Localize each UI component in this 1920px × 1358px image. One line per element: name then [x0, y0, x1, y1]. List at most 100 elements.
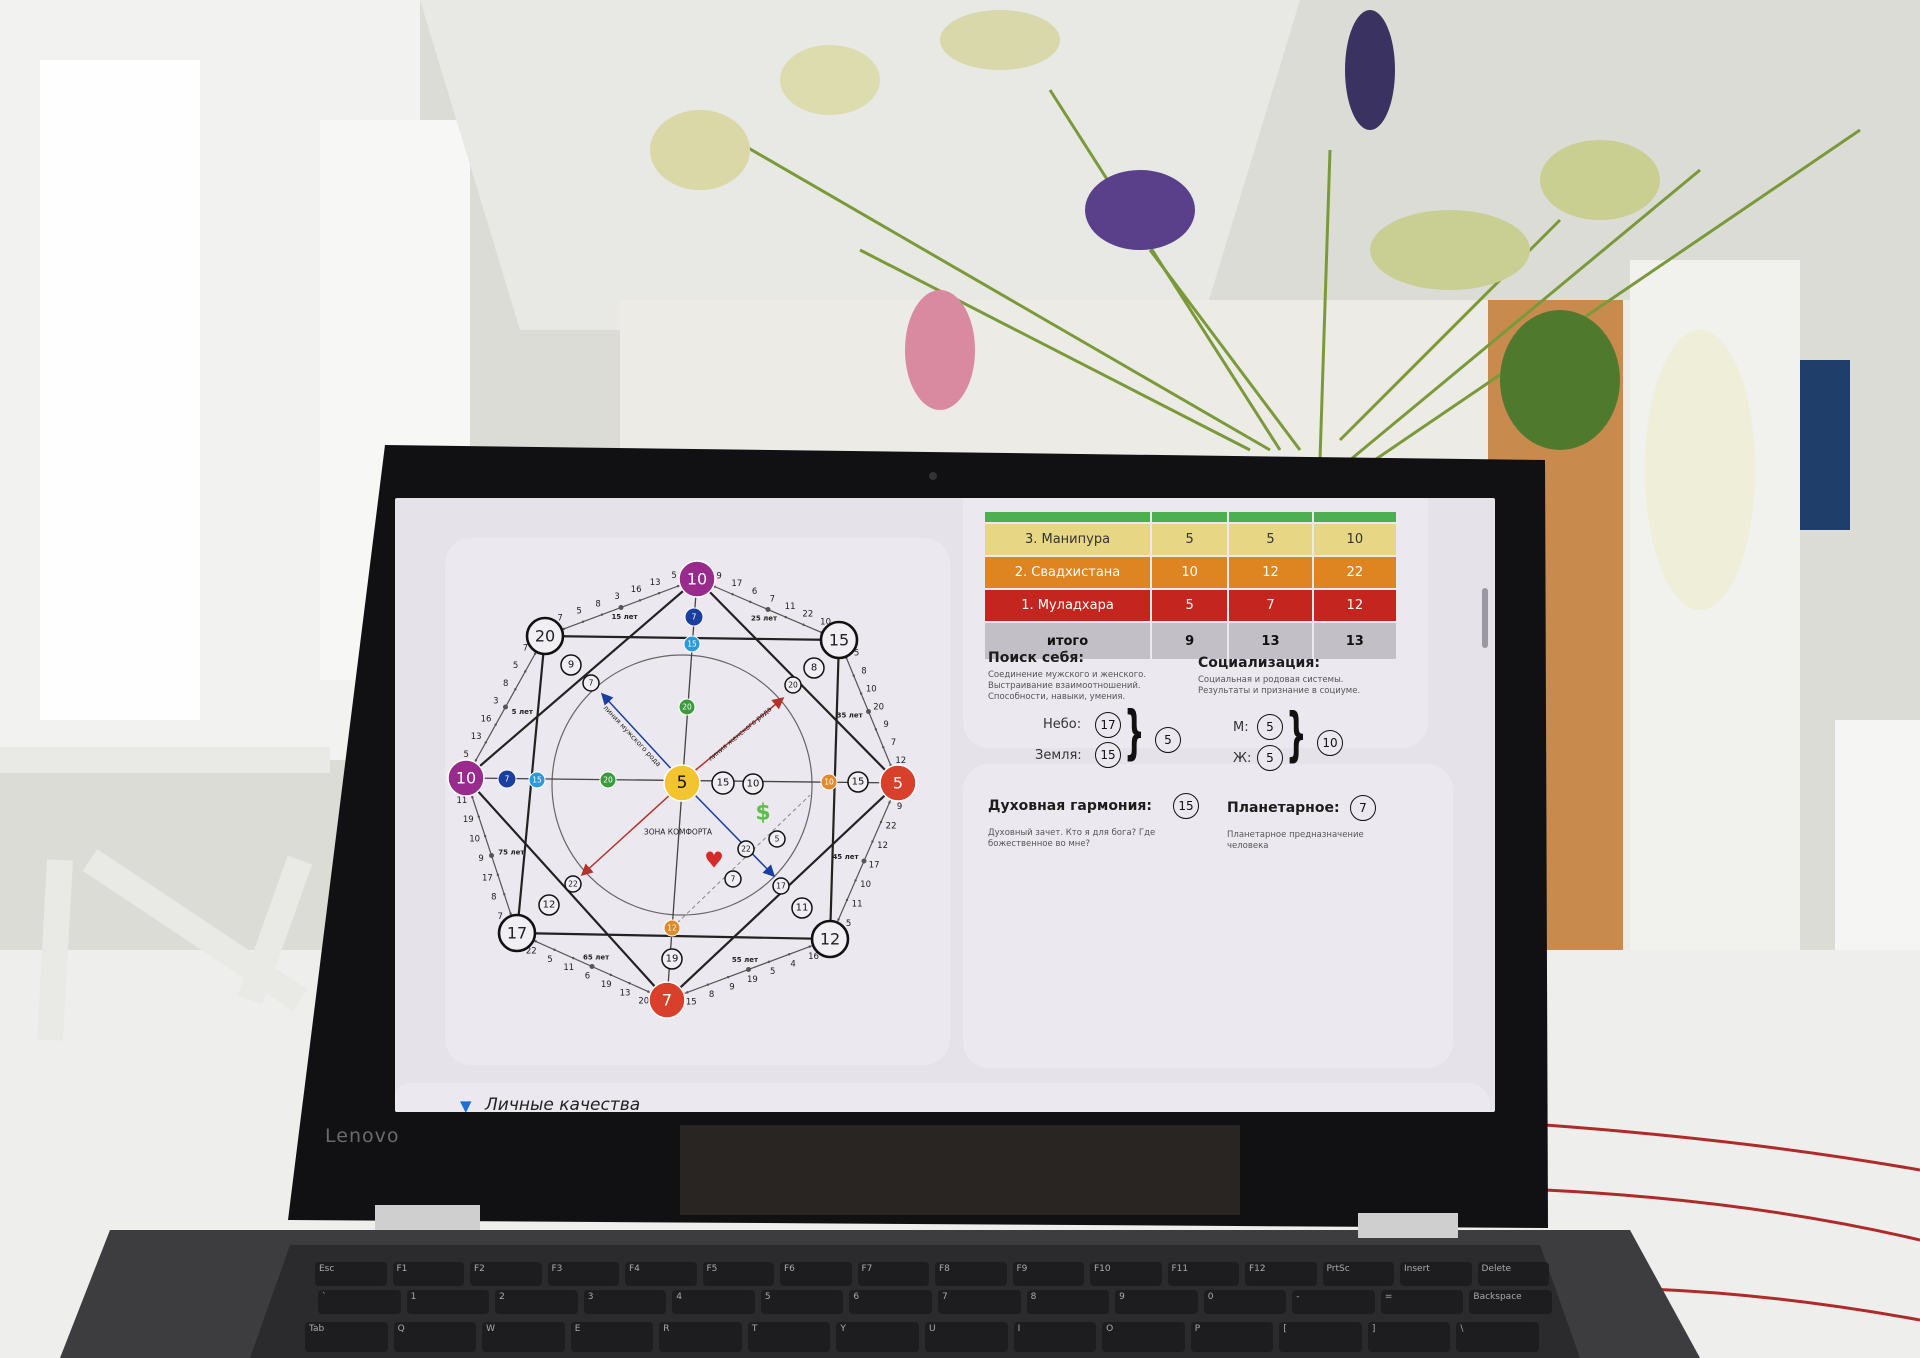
- keyboard-key[interactable]: =: [1380, 1290, 1464, 1314]
- scrollbar-thumb[interactable]: [1482, 588, 1488, 648]
- collapse-triangle-icon[interactable]: ▼: [460, 1097, 472, 1112]
- keyboard-key[interactable]: 1: [406, 1290, 490, 1314]
- age-value: 4: [790, 960, 795, 970]
- age-value: 13: [471, 732, 482, 742]
- keyboard-key[interactable]: Y: [836, 1322, 919, 1352]
- spiritual-value: 15: [1173, 793, 1199, 819]
- keyboard-key[interactable]: F4: [625, 1262, 697, 1286]
- keyboard-key[interactable]: Delete: [1477, 1262, 1549, 1286]
- inner-node-value: 15: [852, 777, 865, 788]
- age-value: 9: [716, 572, 721, 582]
- socialization-desc: Социальная и родовая системы. Результаты…: [1198, 675, 1360, 697]
- keyboard-key[interactable]: Tab: [305, 1322, 388, 1352]
- age-value: 17: [869, 860, 880, 870]
- keyboard-key[interactable]: 5: [760, 1290, 844, 1314]
- age-tick: [861, 858, 867, 864]
- inner-node-value: 5: [775, 835, 780, 844]
- m-label: М:: [1233, 720, 1249, 735]
- keyboard-key[interactable]: -: [1292, 1290, 1375, 1314]
- keyboard-key[interactable]: F8: [935, 1262, 1007, 1286]
- keyboard-key[interactable]: T: [747, 1322, 831, 1352]
- keyboard-key[interactable]: F2: [470, 1262, 542, 1286]
- keyboard-key[interactable]: \: [1456, 1322, 1539, 1352]
- age-tick: [647, 990, 650, 993]
- age-value: 12: [877, 841, 888, 851]
- age-tick: [496, 873, 500, 877]
- personal-qualities-section[interactable]: ▼ Личные качества: [395, 1083, 1490, 1112]
- keyboard-key[interactable]: 2: [495, 1290, 578, 1314]
- inner-node: [803, 657, 825, 679]
- keyboard-key[interactable]: F9: [1012, 1262, 1084, 1286]
- keyboard-key[interactable]: F3: [547, 1262, 619, 1286]
- inner-node-value: 7: [692, 613, 697, 622]
- age-value: 16: [481, 714, 492, 724]
- inner-node: [847, 771, 869, 793]
- keyboard-key[interactable]: PrtSc: [1322, 1262, 1394, 1286]
- keyboard-key[interactable]: E: [570, 1322, 654, 1352]
- keyboard-key[interactable]: O: [1102, 1322, 1185, 1352]
- age-tick: [489, 853, 494, 858]
- age-tick: [852, 674, 855, 677]
- age-label: 15 лет: [611, 613, 638, 621]
- ceiling: [420, 0, 1300, 330]
- inner-node-value: 15: [717, 778, 730, 789]
- lenovo-logo: Lenovo: [325, 1125, 400, 1147]
- age-tick: [600, 613, 604, 616]
- keyboard-key[interactable]: F11: [1167, 1262, 1239, 1286]
- keyboard-key[interactable]: 6: [849, 1290, 932, 1314]
- comfort-zone-label: ЗОНА КОМФОРТА: [644, 828, 713, 837]
- age-tick: [808, 945, 811, 948]
- keyboard-key[interactable]: P: [1190, 1322, 1274, 1352]
- desc-line: Результаты и признание в социуме.: [1198, 686, 1361, 696]
- age-value: 8: [709, 990, 714, 1000]
- keyboard-key[interactable]: 9: [1115, 1290, 1198, 1314]
- socialization-title: Социализация:: [1198, 655, 1320, 671]
- inner-node-value: 10: [824, 778, 834, 787]
- node-bottom-left: [497, 913, 537, 953]
- keyboard-key[interactable]: 3: [583, 1290, 667, 1314]
- keyboard-key[interactable]: F12: [1245, 1262, 1317, 1286]
- keyboard-key[interactable]: Esc: [315, 1262, 387, 1286]
- age-value: 8: [861, 667, 866, 677]
- age-tick: [888, 801, 891, 804]
- age-tick: [609, 973, 612, 977]
- keyboard-key[interactable]: 0: [1203, 1290, 1287, 1314]
- age-tick: [503, 704, 508, 710]
- inner-node-value: 7: [505, 775, 510, 784]
- age-label: 45 лет: [832, 853, 859, 861]
- age-label: 65 лет: [583, 953, 610, 961]
- header-cell: [985, 512, 1150, 522]
- keyboard-key[interactable]: Backspace: [1469, 1290, 1552, 1314]
- keyboard-key[interactable]: [: [1279, 1322, 1362, 1352]
- keyboard-key[interactable]: F6: [780, 1262, 852, 1286]
- keyboard-key[interactable]: F10: [1090, 1262, 1162, 1286]
- age-tick: [788, 953, 791, 956]
- keyboard-key[interactable]: Insert: [1400, 1262, 1472, 1286]
- keyboard-key[interactable]: 8: [1026, 1290, 1110, 1314]
- inner-node: [683, 635, 701, 653]
- keyboard-key[interactable]: F1: [392, 1262, 464, 1286]
- keyboard-key[interactable]: F7: [857, 1262, 929, 1286]
- keyboard-key[interactable]: 4: [672, 1290, 755, 1314]
- header-cell: [1229, 512, 1312, 522]
- male-line-label: линия мужского рода: [602, 704, 663, 768]
- age-tick: [749, 600, 752, 604]
- keyboard-key[interactable]: ]: [1367, 1322, 1451, 1352]
- age-value: 6: [585, 972, 590, 982]
- keyboard-key[interactable]: Q: [393, 1322, 477, 1352]
- inner-node: [661, 948, 683, 970]
- keyboard-key[interactable]: 7: [938, 1290, 1021, 1314]
- table-header-row: [985, 512, 1396, 522]
- age-tick: [874, 728, 878, 731]
- age-tick: [562, 627, 566, 631]
- keyboard-key[interactable]: `: [318, 1290, 401, 1314]
- age-value: 8: [491, 893, 496, 903]
- keyboard-key[interactable]: U: [925, 1322, 1008, 1352]
- keyboard-key[interactable]: I: [1013, 1322, 1097, 1352]
- keyboard-key[interactable]: F5: [702, 1262, 774, 1286]
- node-bottom-right: [810, 919, 850, 959]
- keyboard-key[interactable]: R: [659, 1322, 742, 1352]
- age-tick: [871, 840, 874, 843]
- keyboard-key[interactable]: W: [482, 1322, 565, 1352]
